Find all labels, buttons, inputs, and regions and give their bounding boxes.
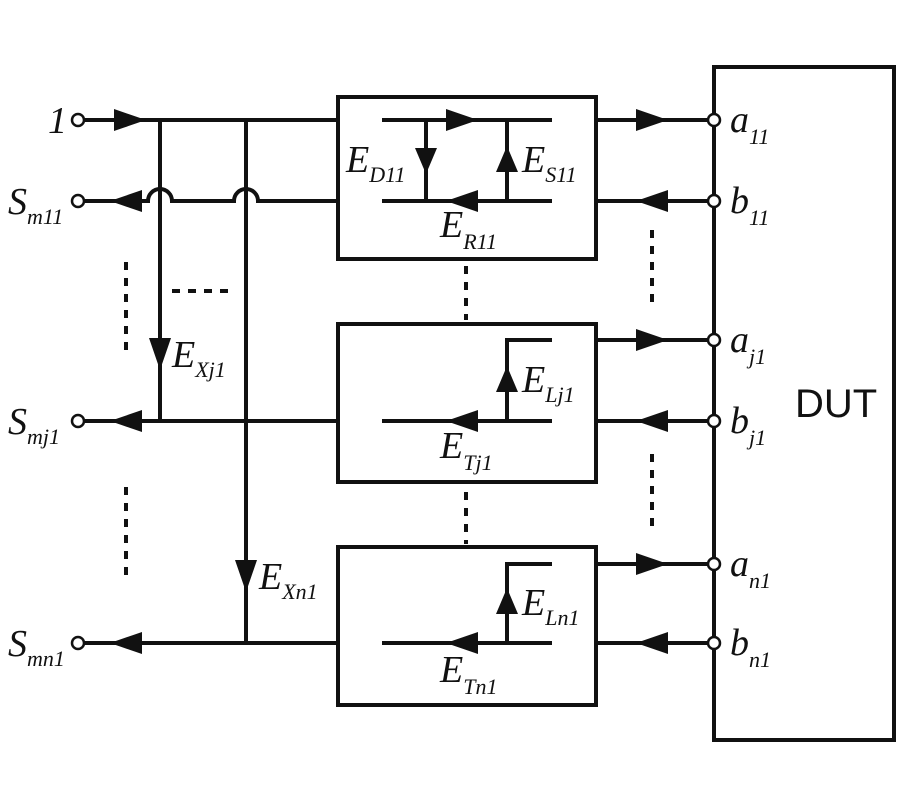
- label-smn1: Smn1: [8, 623, 65, 671]
- sm11-wire: [84, 187, 338, 203]
- label-source-match: ES11: [521, 139, 577, 187]
- label-bn1: bn1: [730, 622, 771, 672]
- arrow-down-crosstalk-n: [235, 560, 257, 592]
- arrow-right-input: [114, 109, 146, 131]
- label-sm11: Sm11: [8, 181, 63, 229]
- arrow-up-load-n: [496, 588, 518, 614]
- arrow-left-smj1: [110, 410, 142, 432]
- arrow-left-smn1: [110, 632, 142, 654]
- label-reflection-tracking: ER11: [439, 204, 497, 254]
- arrow-left-bn1: [636, 632, 668, 654]
- arrow-left-bj1: [636, 410, 668, 432]
- arrow-left-boxn: [446, 632, 478, 654]
- label-a11: a11: [730, 99, 769, 149]
- port-bn1: [706, 635, 722, 651]
- port-a11: [706, 112, 722, 128]
- label-input: 1: [48, 100, 67, 142]
- label-directivity: ED11: [345, 139, 405, 187]
- label-aj1: aj1: [730, 319, 766, 369]
- port-sm11: [70, 193, 86, 209]
- label-b11: b11: [730, 180, 769, 230]
- port-bj1: [706, 413, 722, 429]
- label-smj1: Smj1: [8, 401, 60, 449]
- label-an1: an1: [730, 543, 771, 593]
- arrow-left-sm11: [110, 190, 142, 212]
- port-aj1: [706, 332, 722, 348]
- port-smn1: [70, 635, 86, 651]
- error-box-11: [336, 95, 598, 261]
- label-crosstalk-n: EXn1: [258, 556, 318, 604]
- error-box-n1: [336, 545, 598, 707]
- label-bj1: bj1: [730, 400, 766, 450]
- arrow-right-box11-top: [446, 109, 478, 131]
- dut-label: DUT: [795, 382, 877, 426]
- arrow-up-source: [496, 146, 518, 172]
- error-box-j1: [336, 322, 598, 484]
- label-load-j: ELj1: [521, 359, 575, 407]
- label-load-n: ELn1: [521, 582, 579, 630]
- arrow-left-b11: [636, 190, 668, 212]
- load-j-path: [505, 338, 552, 421]
- arrow-up-load-j: [496, 366, 518, 392]
- port-b11: [706, 193, 722, 209]
- arrow-right-a11: [636, 109, 668, 131]
- label-transmission-j: ETj1: [439, 425, 493, 475]
- dut-block: [712, 65, 896, 742]
- label-crosstalk-j: EXj1: [171, 334, 226, 382]
- arrow-right-aj1: [636, 329, 668, 351]
- arrow-down-directivity: [415, 148, 437, 174]
- port-input: [70, 112, 86, 128]
- label-transmission-n: ETn1: [439, 649, 497, 699]
- port-smj1: [70, 413, 86, 429]
- arrow-left-boxj: [446, 410, 478, 432]
- load-n-path: [505, 562, 552, 643]
- arrow-down-crosstalk-j: [149, 338, 171, 370]
- arrow-right-an1: [636, 553, 668, 575]
- port-an1: [706, 556, 722, 572]
- arrow-left-box11-bottom: [446, 190, 478, 212]
